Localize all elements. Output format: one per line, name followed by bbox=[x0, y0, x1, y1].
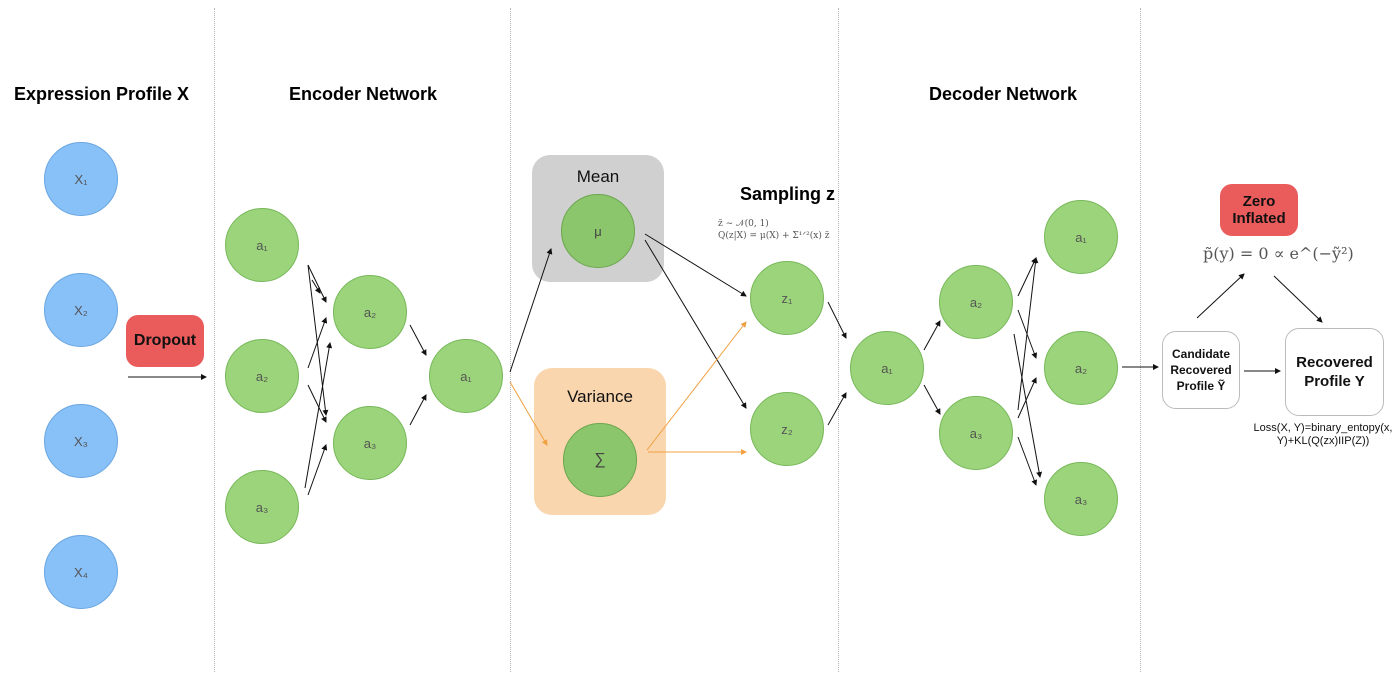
input-node: X₃ bbox=[44, 404, 118, 478]
mean-label: Mean bbox=[576, 167, 620, 186]
edge bbox=[409, 324, 427, 356]
edge bbox=[307, 384, 327, 423]
encoder-node: a₁ bbox=[429, 339, 503, 413]
sampling-formula-line1: z̃ ∼ 𝒩(0, 1) bbox=[718, 219, 769, 229]
candidate-profile-box: Candidate Recovered Profile Ỹ bbox=[1162, 331, 1240, 409]
decoder-node: a₁ bbox=[850, 331, 924, 405]
edge bbox=[1017, 309, 1038, 359]
input-node: X₂ bbox=[44, 273, 118, 347]
recovered-profile-box: Recovered Profile Y bbox=[1285, 328, 1384, 416]
encoder-node: a₃ bbox=[225, 470, 299, 544]
latent-node: z₂ bbox=[750, 392, 824, 466]
edge bbox=[1017, 257, 1037, 297]
edge bbox=[923, 384, 941, 415]
edge bbox=[307, 444, 328, 496]
sigma-node: ∑ bbox=[563, 423, 637, 497]
variance-label: Variance bbox=[567, 387, 633, 406]
dropout-box: Dropout bbox=[126, 315, 204, 367]
section-divider bbox=[214, 8, 215, 672]
edge bbox=[307, 264, 329, 416]
edge bbox=[1013, 333, 1043, 478]
decoder-node: a₁ bbox=[1044, 200, 1118, 274]
edge bbox=[307, 264, 327, 303]
input-node: X₁ bbox=[44, 142, 118, 216]
section-divider bbox=[510, 8, 511, 672]
edge bbox=[1196, 273, 1245, 319]
encoder-node: a₃ bbox=[333, 406, 407, 480]
sampling-formula-line2: Q(z|X) = μ(X) + Σ¹ᐟ²(x) z̃ bbox=[718, 231, 830, 241]
section-divider bbox=[838, 8, 839, 672]
mu-node: μ bbox=[561, 194, 635, 268]
encoder-node: a₂ bbox=[225, 339, 299, 413]
loss-formula-line2: Y)+KL(Q(zx)IIP(Z)) bbox=[1276, 435, 1370, 447]
encoder-section-title: Encoder Network bbox=[289, 84, 438, 104]
encoder-node: a₂ bbox=[333, 275, 407, 349]
decoder-section-title: Decoder Network bbox=[929, 84, 1078, 104]
input-section-title: Expression Profile X bbox=[14, 84, 190, 104]
edge bbox=[827, 301, 847, 339]
loss-formula: Loss(X, Y)=binary_entopy(x, Y)+KL(Q(zx)I… bbox=[1238, 422, 1398, 448]
edge bbox=[409, 394, 427, 426]
edge bbox=[1017, 436, 1038, 486]
decoder-node: a₃ bbox=[939, 396, 1013, 470]
decoder-node: a₃ bbox=[1044, 462, 1118, 536]
zero-inflated-box: Zero Inflated bbox=[1220, 184, 1298, 236]
edge bbox=[827, 392, 847, 426]
decoder-node: a₂ bbox=[939, 265, 1013, 339]
sampling-title: Sampling z bbox=[740, 184, 836, 204]
encoder-node: a₁ bbox=[225, 208, 299, 282]
loss-formula-line1: Loss(X, Y)=binary_entopy(x, bbox=[1253, 422, 1393, 434]
edge bbox=[307, 317, 328, 369]
latent-node: z₁ bbox=[750, 261, 824, 335]
section-divider bbox=[1140, 8, 1141, 672]
decoder-node: a₂ bbox=[1044, 331, 1118, 405]
edge bbox=[923, 320, 941, 351]
edge bbox=[311, 279, 321, 294]
input-node: X₄ bbox=[44, 535, 118, 609]
edge bbox=[1017, 377, 1037, 419]
edge bbox=[304, 342, 333, 489]
zero-inflated-formula: p̃(y) = 0 ∝ e^(−ỹ²) bbox=[1203, 244, 1354, 263]
edge bbox=[1273, 275, 1323, 323]
edge bbox=[1017, 257, 1039, 411]
